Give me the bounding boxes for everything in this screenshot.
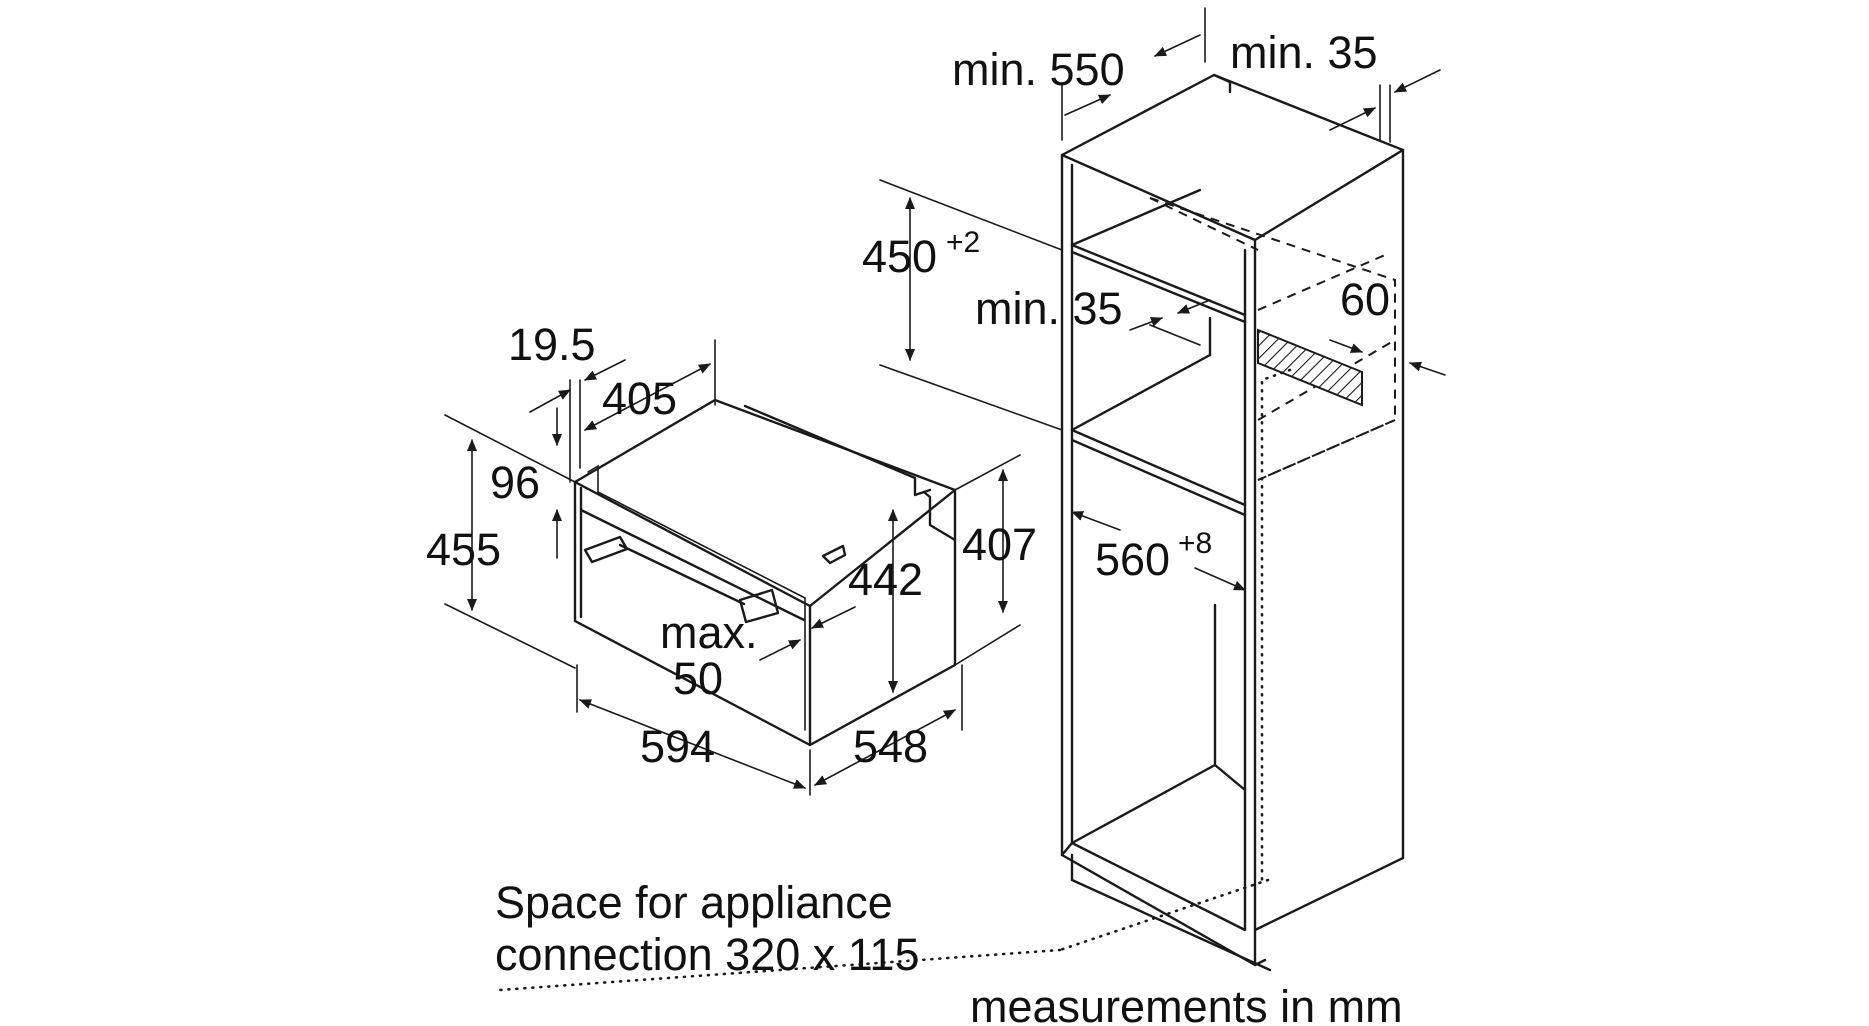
cabinet-dimension-lines xyxy=(879,7,1446,591)
dim-405-label: 405 xyxy=(602,373,677,424)
dim-560-tolerance: +8 xyxy=(1178,527,1212,560)
units-note: measurements in mm xyxy=(970,981,1403,1026)
max-label: max. xyxy=(660,607,758,658)
max-value-label: 50 xyxy=(673,653,723,704)
dim-450-tolerance: +2 xyxy=(946,226,980,259)
dim-450-label: 450 xyxy=(862,231,937,282)
space-note-line1: Space for appliance xyxy=(495,877,893,928)
dim-442-label: 442 xyxy=(848,554,923,605)
dim-407-label: 407 xyxy=(962,519,1037,570)
dim-96-label: 96 xyxy=(490,457,540,508)
dim-60-label: 60 xyxy=(1340,274,1390,325)
dim-455-label: 455 xyxy=(426,524,501,575)
min-550-label: min. 550 xyxy=(952,44,1125,95)
oven-dimension-lines xyxy=(444,339,1021,796)
min-35-mid-label: min. 35 xyxy=(975,283,1123,334)
min-35-top-label: min. 35 xyxy=(1230,27,1378,78)
dim-548-label: 548 xyxy=(853,721,928,772)
oven-drawing xyxy=(573,398,957,747)
dim-594-label: 594 xyxy=(640,721,715,772)
cabinet-drawing xyxy=(498,73,1405,992)
space-note-line2: connection 320 x 115 xyxy=(495,929,920,980)
dim-19-5-label: 19.5 xyxy=(508,319,596,370)
dim-560-label: 560 xyxy=(1095,534,1170,585)
